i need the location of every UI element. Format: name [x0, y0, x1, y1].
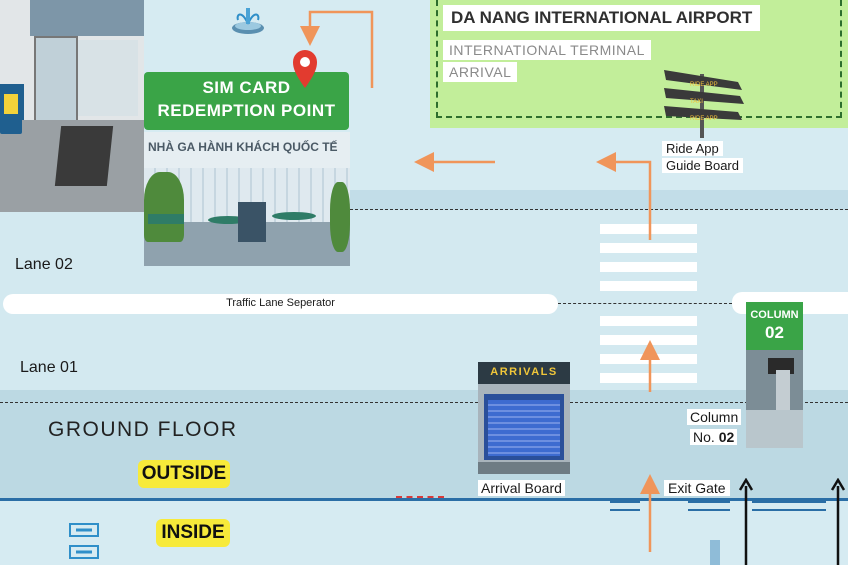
traffic-lane-separator-label: Traffic Lane Seperator	[226, 297, 335, 309]
location-pin-icon	[293, 50, 317, 88]
redemption-point-label: SIM CARD REDEMPTION POINT	[144, 72, 349, 130]
column-sign-num: 02	[765, 323, 784, 342]
terminal-name: INTERNATIONAL TERMINAL	[443, 40, 651, 60]
floor-boundary-line	[0, 498, 848, 501]
area-name: ARRIVAL	[443, 62, 518, 82]
column-label-number: 02	[718, 429, 735, 445]
lane-line-bottom	[0, 402, 848, 403]
arrivals-sign: ARRIVALS	[490, 366, 558, 378]
outside-label: OUTSIDE	[138, 460, 230, 488]
exit-gate-barriers	[610, 501, 826, 565]
crosswalk-stripe	[600, 243, 697, 253]
crosswalk-stripe	[600, 281, 697, 291]
building-sign: NHÀ GA HÀNH KHÁCH QUỐC TẾ	[148, 140, 338, 154]
boundary-red-marker	[396, 496, 444, 498]
lane-01-label: Lane 01	[20, 359, 78, 376]
exit-gate-label: Exit Gate	[664, 480, 730, 496]
ground-floor-label: GROUND FLOOR	[48, 418, 238, 441]
column-sign: COLUMN 02	[746, 302, 803, 350]
crosswalk-stripe	[600, 316, 697, 326]
column-photo	[746, 350, 803, 448]
separator-dash	[558, 303, 732, 304]
crosswalk-stripe	[600, 224, 697, 234]
traffic-lane-separator	[3, 294, 558, 314]
exit-arrow-up-icon	[830, 478, 846, 565]
lane-line-top	[0, 209, 848, 210]
airport-zone-outline	[436, 0, 842, 118]
ride-app-guide-board-icon: RIDE APP TAXI RIDE APP	[664, 70, 744, 138]
crosswalk-stripe	[600, 262, 697, 272]
arrival-board-label: Arrival Board	[478, 480, 565, 496]
column-label-1: Column	[687, 409, 742, 425]
redemption-line-1: SIM CARD	[202, 78, 291, 97]
column-sign-top: COLUMN	[750, 309, 799, 321]
escalator-icon	[69, 523, 99, 559]
column-label-2: No. 02	[690, 429, 738, 445]
arrival-board-photo: ARRIVALS	[478, 362, 570, 474]
redemption-line-2: REDEMPTION POINT	[157, 101, 336, 120]
store-front-photo	[0, 0, 144, 212]
kiosk-icon	[0, 84, 22, 134]
svg-text:RIDE APP: RIDE APP	[690, 116, 718, 122]
svg-text:RIDE APP: RIDE APP	[690, 82, 718, 88]
exit-arrow-up-icon	[738, 478, 754, 565]
terminal-building-photo: NHÀ GA HÀNH KHÁCH QUỐC TẾ	[144, 132, 350, 266]
svg-text:TAXI: TAXI	[690, 99, 703, 105]
fountain-icon	[232, 8, 264, 34]
ride-app-label-2: Guide Board	[662, 158, 743, 173]
airport-name: DA NANG INTERNATIONAL AIRPORT	[443, 5, 761, 31]
lane-02-label: Lane 02	[15, 256, 73, 273]
ride-app-label-1: Ride App	[662, 141, 723, 156]
column-label-prefix: No.	[693, 429, 719, 445]
crosswalk-stripe	[600, 373, 697, 383]
inside-label: INSIDE	[156, 519, 230, 547]
